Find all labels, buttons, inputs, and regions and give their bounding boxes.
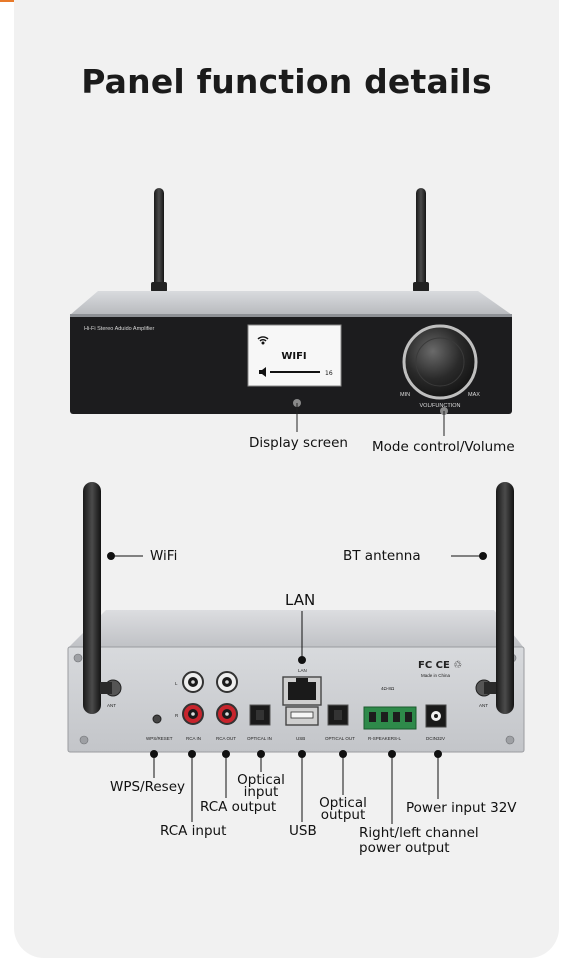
label-wifi: WiFi (150, 548, 178, 564)
silk-ant-left: ANT (107, 703, 116, 708)
rear-amplifier-image: ANT ANT L R 4Ω-8Ω FC CE ♲ Made in China … (67, 482, 525, 824)
front-right-antenna (416, 188, 426, 290)
label-rca-output: RCA output (200, 799, 277, 815)
front-left-antenna (154, 188, 164, 290)
label-bt-antenna: BT antenna (343, 548, 421, 564)
label-optical-output: Optical output (314, 796, 372, 823)
silk-wps: WPS/RESET (146, 736, 173, 741)
label-power-input: Power input 32V (406, 800, 517, 816)
label-speaker-output-line1: Right/left channel (359, 825, 479, 841)
page-title: Panel function details (81, 62, 492, 101)
silk-made-in: Made in China (421, 673, 451, 678)
label-wps-resey: WPS/Resey (110, 779, 186, 795)
front-brand-text: Hi-Fi Stereo Aduido Amplifier (84, 326, 154, 332)
silk-optical-in: OPTICAL IN (247, 736, 272, 741)
label-optical-input: Optical input (232, 773, 290, 800)
silk-rca-out: RCA OUT (216, 736, 236, 741)
front-amplifier-image: Hi-Fi Stereo Aduido Amplifier WIFI 16 MI… (70, 188, 512, 436)
wps-reset-button (152, 714, 162, 724)
screen-volume-text: 16 (325, 370, 333, 377)
label-lan: LAN (285, 591, 316, 609)
content-card (14, 0, 559, 958)
display-screen (247, 324, 342, 387)
screen-mode-text: WIFI (281, 351, 306, 362)
knob-caption-text: VOL/FUNCTION (420, 403, 461, 409)
knob-min-text: MIN (400, 392, 410, 398)
silk-speakers: R-SPEAKERS-L (368, 736, 402, 741)
silk-optical-out: OPTICAL OUT (325, 736, 355, 741)
wifi-icon (257, 336, 269, 345)
label-optical-output-line2: output (320, 807, 366, 823)
speaker-icon (259, 367, 266, 377)
silk-lan: LAN (298, 668, 307, 673)
silk-dc: DCIN32V (426, 736, 445, 741)
label-optical-input-line2: input (243, 784, 279, 800)
label-usb: USB (289, 823, 317, 839)
silk-ch-l: L (175, 681, 178, 686)
rear-left-antenna (83, 482, 101, 714)
silk-usb: USB (296, 736, 305, 741)
volume-knob (402, 324, 478, 400)
label-mode-control-volume: Mode control/Volume (372, 439, 515, 455)
label-optical-input-line1: Optical (237, 772, 285, 788)
silk-ch-r: R (175, 713, 179, 718)
silk-impedance: 4Ω-8Ω (381, 686, 395, 691)
rca-jacks (182, 671, 238, 725)
label-optical-output-line1: Optical (319, 795, 367, 811)
label-rca-input: RCA input (160, 823, 227, 839)
rear-right-antenna (496, 482, 514, 714)
knob-max-text: MAX (468, 392, 480, 398)
label-speaker-output: Right/left channel power output (359, 826, 479, 856)
label-speaker-output-line2: power output (359, 840, 450, 856)
silk-ant-right: ANT (479, 703, 488, 708)
cert-marks: FC CE ♲ (418, 660, 462, 671)
silk-rca-in: RCA IN (186, 736, 201, 741)
speaker-terminal (363, 706, 417, 730)
label-display-screen: Display screen (249, 435, 348, 451)
